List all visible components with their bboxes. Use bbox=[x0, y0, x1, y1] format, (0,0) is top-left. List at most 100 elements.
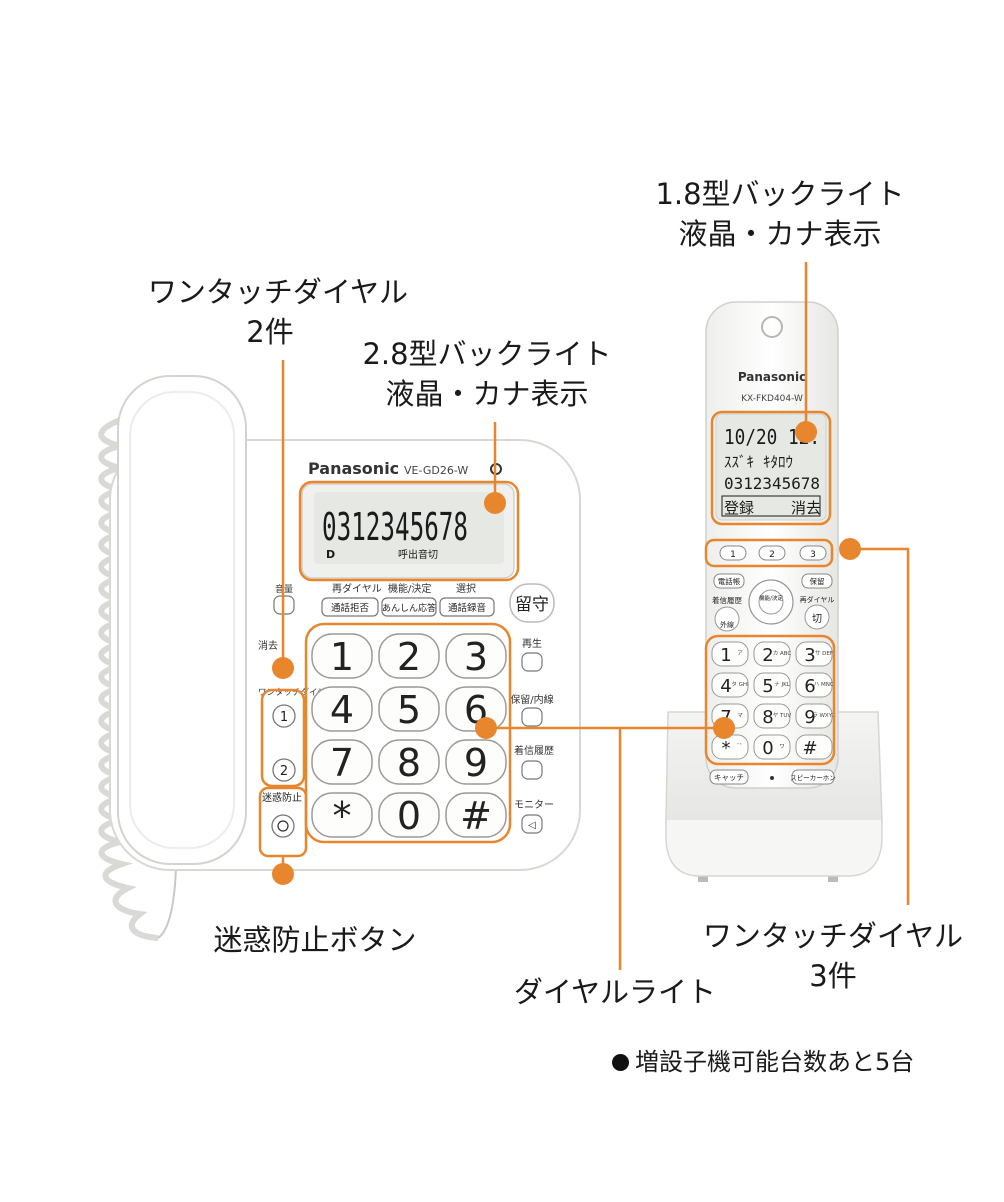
nuisance-face-icon bbox=[277, 820, 289, 832]
base-one-touch-1[interactable] bbox=[272, 704, 296, 728]
handset-key-2[interactable] bbox=[753, 641, 791, 667]
handset-speaker-label: スピーカーホン bbox=[790, 774, 836, 782]
handset-key-sublabel: タ GHI bbox=[731, 680, 749, 688]
base-key-label: 3 bbox=[464, 635, 488, 679]
handset-key-1[interactable] bbox=[711, 641, 749, 667]
handset-key-3[interactable] bbox=[795, 641, 833, 667]
answering-button[interactable] bbox=[509, 583, 555, 623]
annotation-nuisance-button-text: 迷惑防止ボタン bbox=[213, 923, 417, 957]
handset-phonebook-button[interactable] bbox=[713, 573, 745, 589]
annotation-handset-one-touch-line-1: ワンタッチダイヤル bbox=[702, 919, 964, 953]
label-redial: 再ダイヤル bbox=[332, 582, 382, 595]
handset-one-touch-2[interactable] bbox=[758, 545, 786, 561]
base-key-2[interactable] bbox=[378, 633, 440, 679]
label-play: 再生 bbox=[522, 637, 542, 650]
callout-base-one-touch-outline bbox=[260, 688, 306, 788]
base-key-star[interactable] bbox=[311, 792, 373, 838]
annotation-base-one-touch-line-2: 2件 bbox=[246, 315, 294, 349]
handset-redial-label: 再ダイヤル bbox=[800, 595, 835, 604]
base-key-3[interactable] bbox=[445, 633, 507, 679]
play-button[interactable] bbox=[521, 652, 543, 672]
handset-catch-button[interactable] bbox=[709, 769, 749, 785]
base-key-4[interactable] bbox=[311, 686, 373, 732]
nuisance-button[interactable] bbox=[271, 814, 295, 838]
handset-outside-button[interactable] bbox=[714, 606, 740, 632]
base-key-label: # bbox=[460, 794, 492, 838]
base-one-touch-2[interactable] bbox=[272, 758, 296, 782]
base-key-label: 8 bbox=[397, 741, 421, 785]
handset-key-8[interactable] bbox=[753, 703, 791, 729]
handset-key-hash[interactable] bbox=[795, 734, 833, 760]
annotation-base-display-line-1: 2.8型バックライト bbox=[362, 337, 612, 371]
callout-handset-one-touch-outline bbox=[704, 538, 834, 568]
callout-dot-base-display bbox=[484, 492, 506, 514]
handset-key-4[interactable] bbox=[711, 672, 749, 698]
base-key-8[interactable] bbox=[378, 739, 440, 785]
hold-button[interactable] bbox=[521, 707, 543, 727]
handset-key-sublabel: ハ MNO bbox=[814, 682, 835, 688]
handset-phonebook-label: 電話帳 bbox=[718, 576, 741, 586]
handset-function-label: 機能/決定 bbox=[759, 594, 783, 602]
monitor-button[interactable] bbox=[521, 814, 543, 834]
base-key-label: 4 bbox=[330, 688, 354, 732]
handset-key-label: 8 bbox=[762, 707, 773, 728]
base-display-icon: D bbox=[326, 548, 335, 561]
annotation-base-display-line-2: 液晶・カナ表示 bbox=[385, 377, 589, 411]
handset-key-0[interactable] bbox=[753, 734, 791, 760]
base-key-5[interactable] bbox=[378, 686, 440, 732]
callout-dot-handset-display bbox=[795, 421, 817, 443]
callout-base-keypad-outline bbox=[304, 622, 512, 844]
handset-earpiece bbox=[761, 316, 783, 338]
handset-hold-button[interactable] bbox=[801, 573, 833, 589]
handset-key-9[interactable] bbox=[795, 703, 833, 729]
handset-key-label: 0 bbox=[762, 738, 773, 759]
button-call-reject[interactable] bbox=[321, 597, 379, 617]
handset-outside-label: 外線 bbox=[720, 620, 734, 629]
handset-key-sublabel: ア bbox=[737, 650, 743, 657]
base-key-hash[interactable] bbox=[445, 792, 507, 838]
handset-key-sublabel: カ ABC bbox=[773, 650, 792, 657]
callouts bbox=[258, 262, 910, 970]
base-key-1[interactable] bbox=[311, 633, 373, 679]
handset-softkey-register: 登録 bbox=[724, 499, 754, 517]
handset-off-button[interactable] bbox=[804, 604, 830, 630]
base-key-label: 2 bbox=[397, 635, 421, 679]
base-one-touch-2-label: 2 bbox=[280, 764, 288, 779]
callout-handset-display-outline bbox=[710, 410, 832, 526]
handset-one-touch-3[interactable] bbox=[799, 545, 827, 561]
handset-key-label: 3 bbox=[804, 645, 815, 666]
base-one-touch-1-label: 1 bbox=[280, 710, 288, 725]
footnote-text: 増設子機可能台数あと5台 bbox=[635, 1048, 915, 1076]
handset-key-label: 2 bbox=[762, 645, 773, 666]
handset-one-touch-keys: 1 2 3 bbox=[719, 545, 827, 561]
callout-handset-one-touch-line bbox=[850, 547, 910, 905]
handset-key-sublabel: ワ bbox=[779, 743, 785, 750]
handset-function-button[interactable] bbox=[758, 589, 784, 615]
base-key-0[interactable] bbox=[378, 792, 440, 838]
base-key-9[interactable] bbox=[445, 739, 507, 785]
handset-caller-history-label: 着信履歴 bbox=[712, 595, 742, 605]
handset-key-sublabel: ﾞﾟ bbox=[737, 743, 743, 750]
label-monitor: モニター bbox=[514, 799, 554, 811]
button-anshin-answer[interactable] bbox=[381, 597, 437, 617]
handset-key-label: * bbox=[722, 738, 731, 759]
caller-history-button[interactable] bbox=[521, 760, 543, 780]
annotation-base-one-touch: ワンタッチダイヤル 2件 bbox=[128, 272, 428, 352]
base-key-label: * bbox=[333, 794, 352, 838]
base-key-7[interactable] bbox=[311, 739, 373, 785]
handset-display-line-2: ｽｽﾞｷ ｷﾀﾛｳ bbox=[724, 453, 793, 471]
handset-key-6[interactable] bbox=[795, 672, 833, 698]
base-key-label: 0 bbox=[397, 794, 421, 838]
base-handset[interactable] bbox=[117, 375, 247, 865]
handset-speaker-button[interactable] bbox=[791, 769, 835, 785]
handset-key-label: 9 bbox=[804, 707, 815, 728]
handset-key-5[interactable] bbox=[753, 672, 791, 698]
handset-one-touch-1-label: 1 bbox=[730, 550, 736, 560]
button-call-record[interactable] bbox=[439, 597, 495, 617]
handset-key-label: 1 bbox=[720, 645, 731, 666]
base-key-label: 5 bbox=[397, 688, 421, 732]
label-delete: 消去 bbox=[258, 639, 278, 652]
handset-one-touch-1[interactable] bbox=[719, 545, 747, 561]
label-caller-history-base: 着信履歴 bbox=[514, 744, 554, 757]
